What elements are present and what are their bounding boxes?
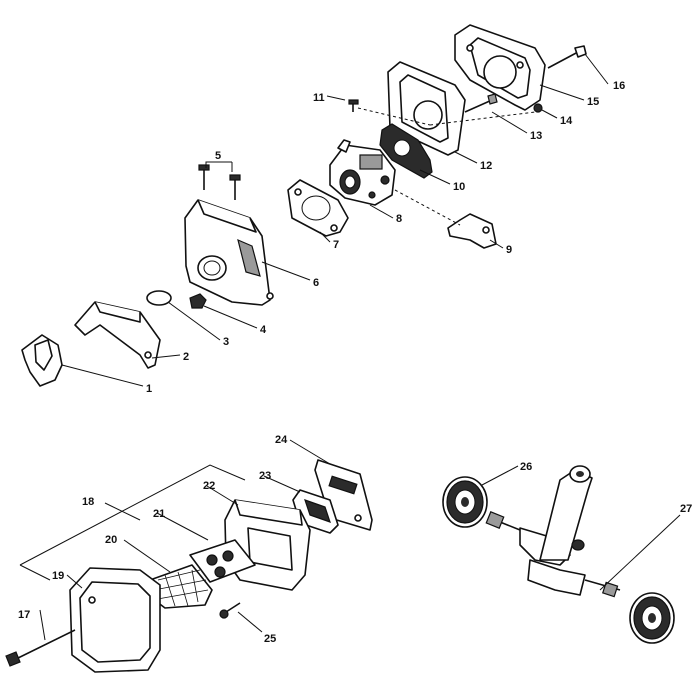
part-9-clip [447, 213, 497, 249]
part-14-washer [533, 103, 543, 113]
callout-13: 13 [530, 130, 542, 142]
part-21-filter-element [189, 539, 256, 583]
part-7-insulator-gasket [287, 179, 349, 237]
callout-7: 7 [333, 239, 339, 251]
callout-15: 15 [587, 96, 599, 108]
part-6-intake-housing [184, 199, 274, 306]
callout-22: 22 [203, 480, 215, 492]
part-12-spacer-plate [387, 61, 466, 156]
callout-14: 14 [560, 115, 573, 127]
callout-9: 9 [506, 244, 512, 256]
part-2-bracket [74, 301, 161, 369]
callout-3: 3 [223, 336, 229, 348]
part-19-filter-cover [69, 567, 161, 673]
part-13-bolt [464, 93, 498, 113]
callout-19: 19 [52, 570, 64, 582]
callout-27: 27 [680, 503, 692, 515]
callout-6: 6 [313, 277, 319, 289]
part-1-deflector [21, 334, 63, 387]
part-27-crankshaft [485, 465, 621, 598]
callout-5: 5 [215, 150, 221, 162]
part-4-nut [189, 293, 207, 309]
callout-8: 8 [396, 213, 402, 225]
callout-12: 12 [480, 160, 492, 172]
callout-23: 23 [259, 470, 271, 482]
callout-18: 18 [82, 496, 94, 508]
part-10-gasket [379, 123, 433, 179]
part-8-carburetor [329, 139, 396, 206]
part-16-screw [547, 45, 587, 69]
part-5-screws [198, 164, 241, 200]
callout-17: 17 [18, 609, 30, 621]
callout-20: 20 [105, 534, 117, 546]
callout-21: 21 [153, 508, 165, 520]
callout-16: 16 [613, 80, 625, 92]
callout-10: 10 [453, 181, 465, 193]
part-3-ring [146, 290, 172, 306]
part-11-screw [348, 99, 359, 112]
part-15-filter-cover [454, 24, 546, 111]
part-17-long-bolt [5, 629, 76, 667]
callout-25: 25 [264, 633, 276, 645]
part-25-screw [219, 602, 241, 619]
part-26-bearing-right [629, 592, 675, 644]
callout-26: 26 [520, 461, 532, 473]
callout-1: 1 [146, 383, 152, 395]
callout-2: 2 [183, 351, 189, 363]
part-20-mesh-filter [147, 564, 213, 609]
callout-11: 11 [313, 92, 325, 104]
callout-24: 24 [275, 434, 288, 446]
callout-4: 4 [260, 324, 267, 336]
part-26-bearing-left [442, 476, 488, 528]
